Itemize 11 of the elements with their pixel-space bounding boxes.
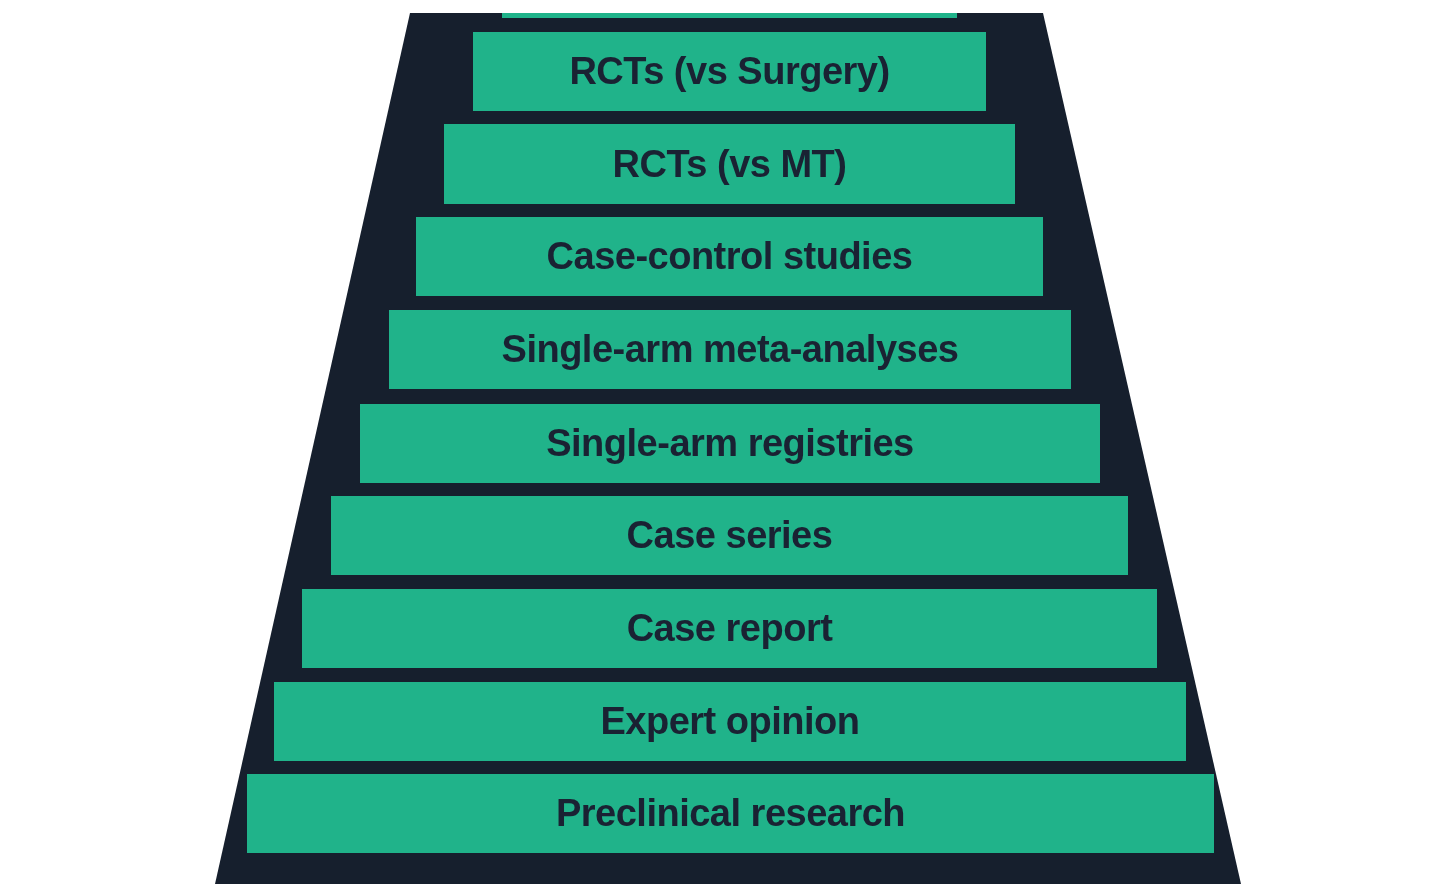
level-bar: Single-arm registries [360,404,1100,483]
level-bar: RCTs (vs Surgery) [473,32,986,111]
level-bar [502,13,957,18]
level-bar: Preclinical research [247,774,1214,853]
level-bar: Case-control studies [416,217,1043,296]
level-bar: Expert opinion [274,682,1186,761]
level-bar: RCTs (vs MT) [444,124,1015,204]
level-bar: Case series [331,496,1128,575]
level-bar: Single-arm meta-analyses [389,310,1071,389]
level-bar: Case report [302,589,1157,668]
pyramid-background [215,13,1241,884]
